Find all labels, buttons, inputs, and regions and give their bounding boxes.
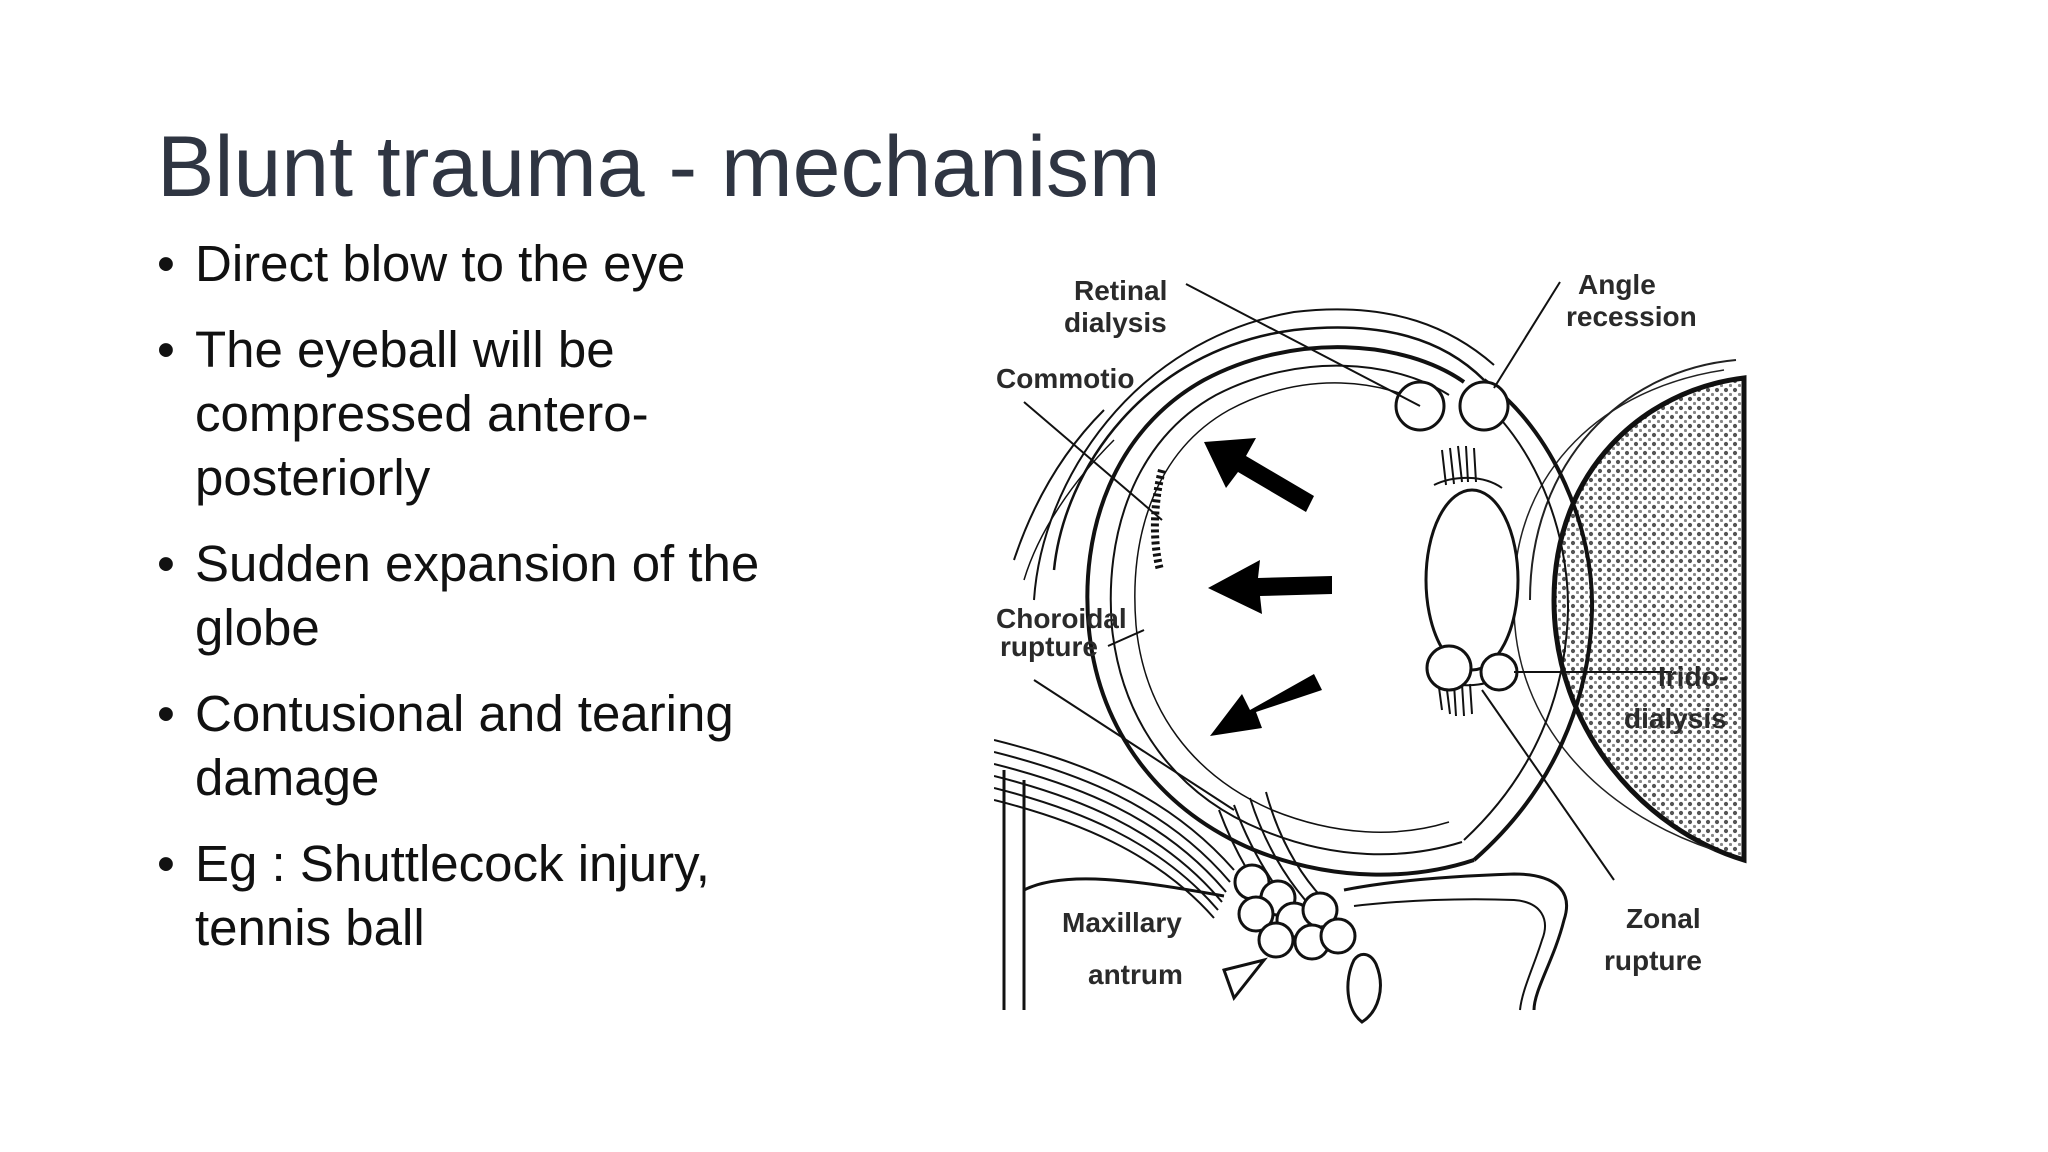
label-zonal-line1: Zonal xyxy=(1626,903,1701,934)
bullet-item: • Contusional and tearing damage xyxy=(157,682,857,810)
label-angle-line2: recession xyxy=(1566,301,1697,332)
arrow-middle xyxy=(1208,560,1332,614)
label-irido-line1: Irido- xyxy=(1658,661,1728,692)
arrow-upper xyxy=(1204,438,1314,512)
bullet-dot: • xyxy=(157,321,175,378)
label-maxillary-line1: Maxillary xyxy=(1062,907,1182,938)
bullet-text: Contusional and tearing xyxy=(195,685,734,742)
bullet-text: The eyeball will be xyxy=(195,321,615,378)
label-maxillary-line2: antrum xyxy=(1088,959,1183,990)
bullet-text: Direct blow to the eye xyxy=(195,235,686,292)
angle-recession-circle xyxy=(1458,380,1510,432)
label-retinal-line2: dialysis xyxy=(1064,307,1167,338)
bullet-dot: • xyxy=(157,835,175,892)
label-choroidal-line1: Choroidal xyxy=(996,603,1127,634)
bullet-item: • Eg : Shuttlecock injury, tennis ball xyxy=(157,832,857,960)
bullet-item: • The eyeball will be compressed antero-… xyxy=(157,318,857,510)
bullet-text: globe xyxy=(195,599,320,656)
bone-fragment xyxy=(1346,953,1382,1024)
label-commotio: Commotio xyxy=(996,363,1134,394)
diagram-svg: Retinal dialysis Angle recession Commoti… xyxy=(994,270,1747,1024)
label-angle-line1: Angle xyxy=(1578,270,1656,300)
label-irido-line2: dialysis xyxy=(1624,703,1727,734)
orbit-outline xyxy=(1052,326,1485,571)
bullet-item: • Direct blow to the eye xyxy=(157,232,857,296)
leader-lines xyxy=(1023,281,1672,881)
bullet-dot: • xyxy=(157,685,175,742)
bullet-dot: • xyxy=(157,235,175,292)
bullet-dot: • xyxy=(157,535,175,592)
bullet-text: Sudden expansion of the xyxy=(195,535,760,592)
impacting-ball xyxy=(1551,375,1747,864)
force-arrows xyxy=(1204,438,1332,736)
label-retinal-line1: Retinal xyxy=(1074,275,1167,306)
label-choroidal-line2: rupture xyxy=(1000,631,1098,662)
bullet-text: damage xyxy=(195,749,380,806)
bone-fragment xyxy=(1222,957,1268,1002)
iridodialysis-circle-left xyxy=(1425,644,1473,692)
iridodialysis-circle-right xyxy=(1479,652,1519,692)
orbital-floor xyxy=(1002,770,1568,1011)
cornea xyxy=(1472,378,1595,862)
bullet-text: Eg : Shuttlecock injury, xyxy=(195,835,710,892)
slide-title: Blunt trauma - mechanism xyxy=(157,119,1161,215)
label-zonal-line2: rupture xyxy=(1604,945,1702,976)
bullet-item: • Sudden expansion of the globe xyxy=(157,532,857,660)
orbital-fat-herniation xyxy=(1233,863,1357,961)
lens xyxy=(1424,488,1520,672)
eye-trauma-diagram: Retinal dialysis Angle recession Commoti… xyxy=(994,270,1754,1030)
arrow-lower xyxy=(1210,674,1322,736)
bullet-text: posteriorly xyxy=(195,449,431,506)
globe-sclera xyxy=(1085,345,1475,877)
bullet-text: compressed antero- xyxy=(195,385,649,442)
commotio-patch xyxy=(1150,468,1166,572)
bullet-list: • Direct blow to the eye • The eyeball w… xyxy=(157,232,857,982)
bullet-text: tennis ball xyxy=(195,899,425,956)
